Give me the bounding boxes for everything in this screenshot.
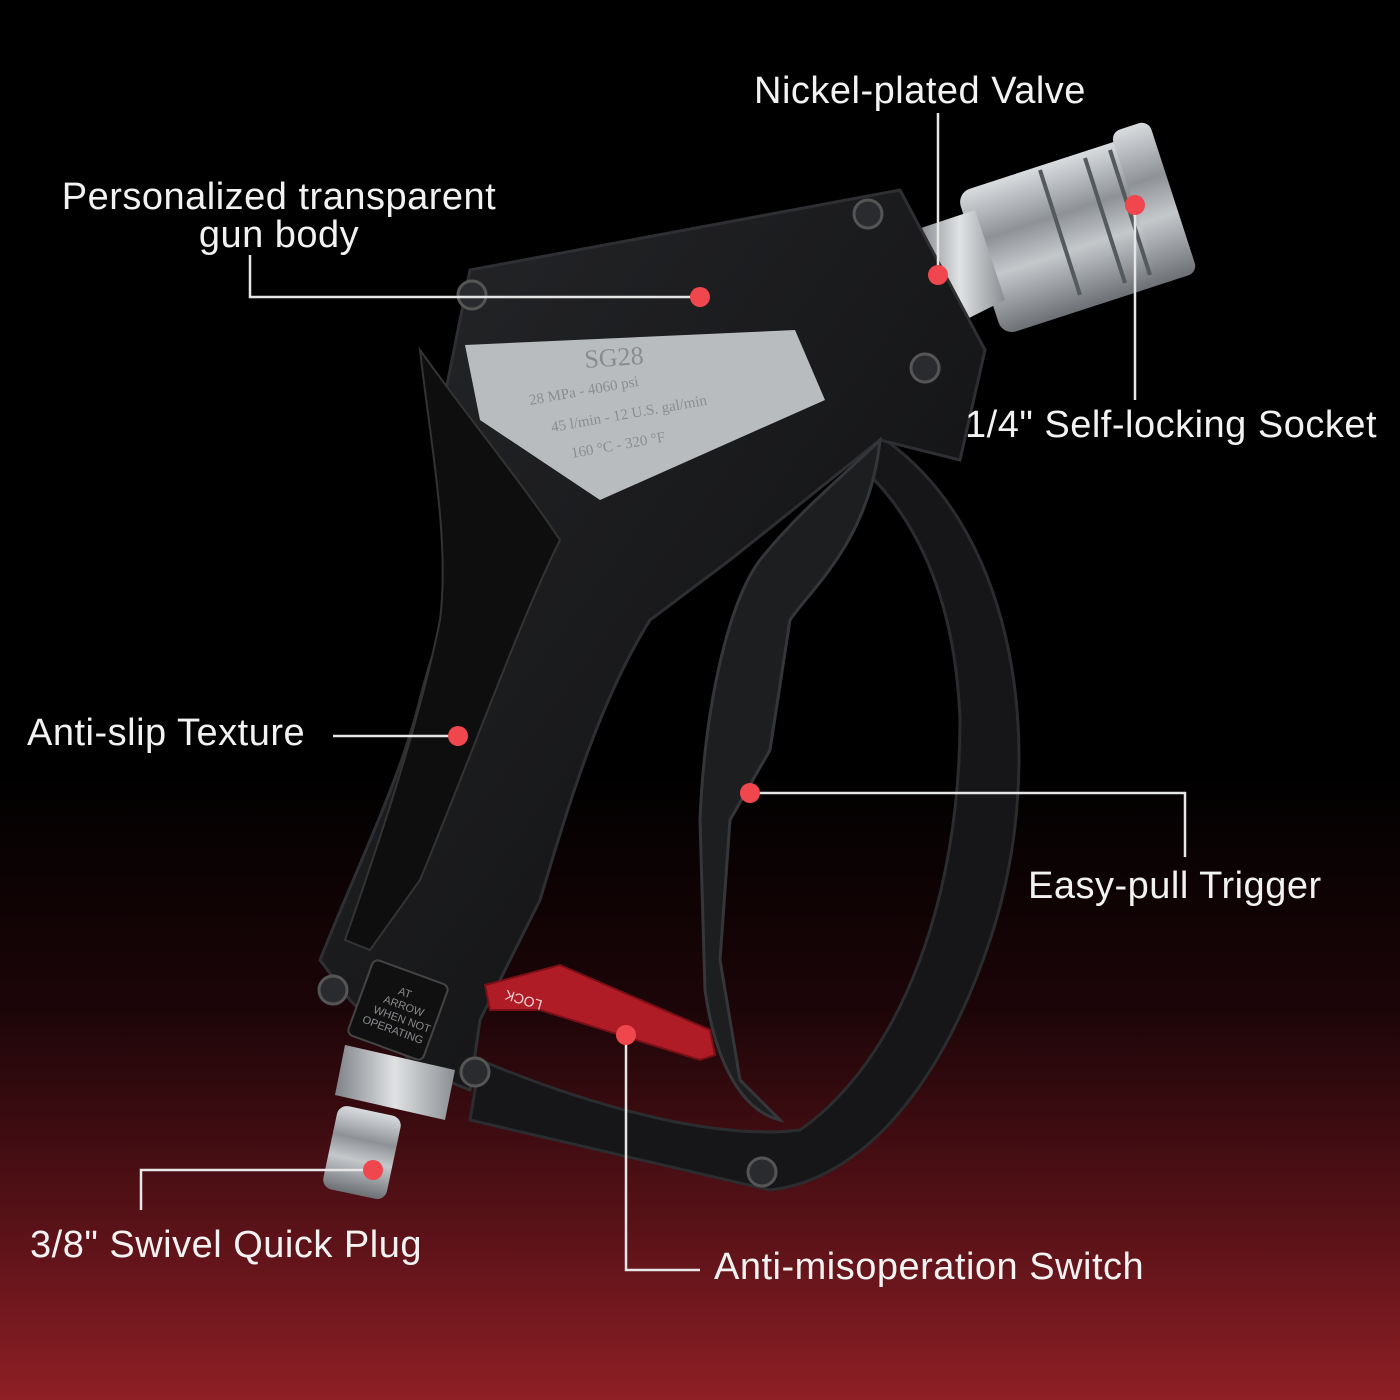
leader-lines [139, 113, 1187, 1272]
valve-marker [928, 265, 948, 285]
trigger [698, 435, 882, 1123]
swivel-quick-plug [323, 1045, 455, 1200]
plug-marker [363, 1160, 383, 1180]
switch-label: Anti-misoperation Switch [714, 1246, 1145, 1288]
valve-label: Nickel-plated Valve [754, 70, 1086, 112]
socket-label: 1/4" Self-locking Socket [965, 404, 1378, 446]
svg-text:AT: AT [396, 985, 413, 1001]
switch-leader [624, 1035, 700, 1272]
trigger-marker [740, 783, 760, 803]
body-leader [248, 255, 700, 299]
body-marker [690, 287, 710, 307]
switch-marker [616, 1025, 636, 1045]
lock-tab [483, 963, 717, 1062]
texture-marker [448, 726, 468, 746]
plug-label: 3/8" Swivel Quick Plug [30, 1224, 422, 1266]
socket-marker [1125, 195, 1145, 215]
anti-slip-grip [343, 346, 562, 952]
gun-body-label-line-2: gun body [198, 214, 360, 256]
arrow-tag [347, 959, 449, 1061]
callout-markers [363, 195, 1145, 1180]
trigger-guard [468, 428, 1021, 1192]
trigger-label: Easy-pull Trigger [1028, 865, 1322, 907]
trigger-leader [750, 791, 1187, 857]
plate-model: SG28 [583, 341, 644, 374]
gun-body-label: Personalized transparent gun body [44, 178, 514, 254]
gun-body [318, 188, 987, 1093]
gun-body-label-line-1: Personalized transparent [61, 176, 497, 218]
texture-label: Anti-slip Texture [27, 712, 306, 754]
plug-leader [139, 1168, 373, 1210]
screws [317, 198, 941, 1188]
product-plate [465, 330, 825, 500]
